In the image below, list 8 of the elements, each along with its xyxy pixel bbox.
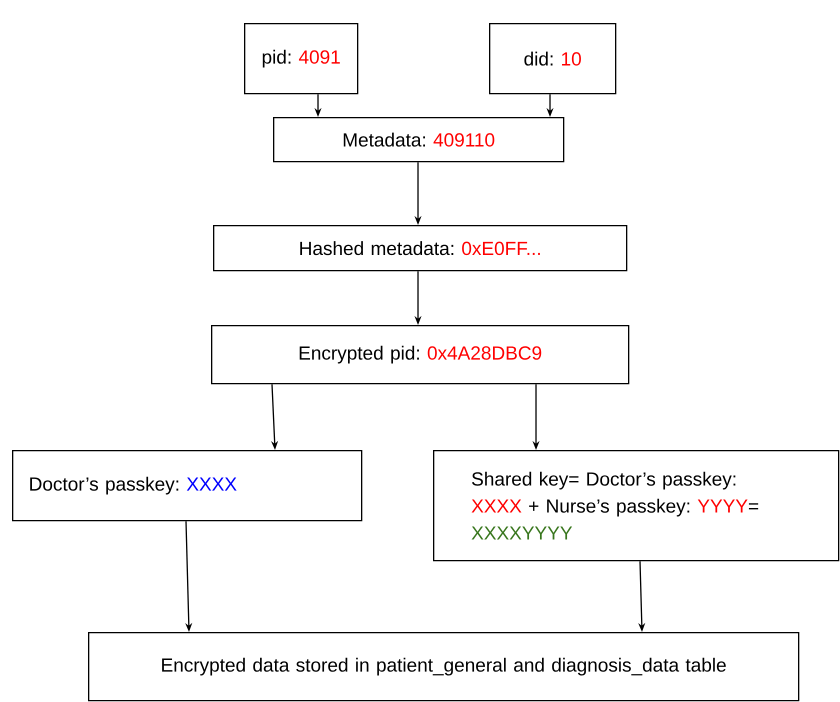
process-box: Metadata: 409110 (273, 117, 564, 162)
process-box: Doctor’s passkey: XXXX (12, 450, 362, 522)
process-box: did: 10 (489, 23, 616, 94)
process-box: Encrypted pid: 0x4A28DBC9 (211, 325, 630, 384)
process-box: Hashed metadata: 0xE0FF... (213, 225, 628, 272)
process-box: Shared key= Doctor’s passkey: XXXX + Nurse’s passkey: YYYY= XXXXYYYY (433, 450, 840, 562)
process-box: Encrypted data stored in patient_general and diagnosis_data table (88, 632, 800, 702)
process-box: pid: 4091 (244, 23, 358, 94)
